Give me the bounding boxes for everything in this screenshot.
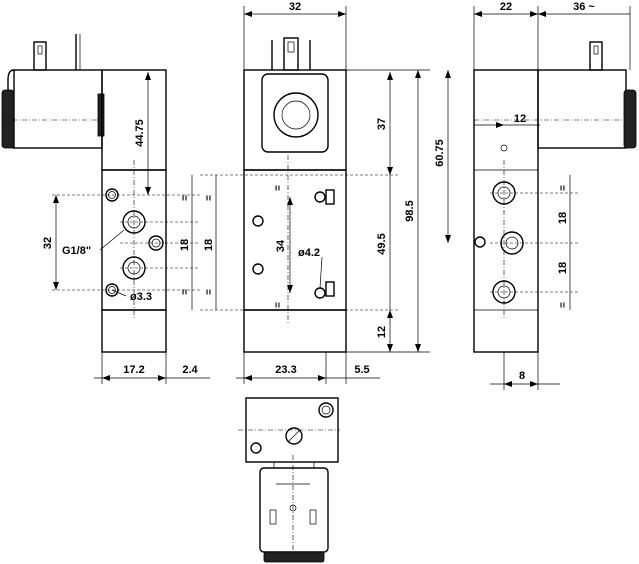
dim-bottom-left-b: 2.4 (182, 364, 198, 376)
dim-coil-top: 44.75 (134, 119, 146, 147)
mid-connector (283, 37, 299, 71)
middle-view: = = 34 ø4.2 = 18 = 37 49.5 12 98.5 (200, 1, 430, 384)
center-hole (314, 287, 326, 299)
dim-top-width: 32 (289, 1, 301, 13)
dim-port-center: 34 (275, 239, 287, 252)
dim-right-18b: 18 (557, 262, 569, 274)
eq-mark-2: = (180, 289, 191, 295)
left-view: 44.75 32 G1/8" ø3.3 = 18 = 17.2 2.4 (1, 34, 210, 384)
left-knurl-knob (1, 89, 15, 149)
dim-right-width: 22 (500, 1, 512, 13)
eq-mark-1: = (180, 195, 191, 201)
dim-side-pitch: 32 (42, 237, 54, 249)
eq-mark-6: = (204, 289, 215, 295)
bottom-view (238, 397, 340, 563)
right-connector (589, 41, 603, 71)
mid-bottom-body (243, 309, 347, 353)
label-port-thread: G1/8" (62, 245, 91, 257)
dim-port-spacing: 49.5 (376, 233, 388, 254)
dim-bottom-height: 12 (376, 326, 388, 338)
dim-pitch-18a: 18 (179, 239, 191, 251)
eq-mark-3: = (273, 185, 284, 191)
dim-height-mid: 60.75 (434, 139, 446, 167)
label-center-hole: ø4.2 (298, 247, 320, 259)
bottom-knurl-knob (263, 551, 325, 563)
dim-coil-height: 37 (376, 118, 388, 130)
left-connector (33, 41, 47, 71)
right-coil (537, 69, 627, 149)
eq-mark-8: = (558, 302, 569, 308)
right-knurl-knob (623, 89, 637, 149)
eq-mark-5: = (204, 195, 215, 201)
mid-coil (261, 73, 329, 153)
label-mount-hole: ø3.3 (130, 291, 152, 303)
dim-height-total: 98.5 (404, 200, 416, 221)
dim-right-coil: 36 ~ (573, 1, 595, 13)
right-body (473, 69, 539, 353)
dim-bottom-left-a: 17.2 (123, 364, 144, 376)
right-view: 12 60.75 = 18 18 = 22 36 ~ 8 (434, 1, 637, 390)
dim-bottom-mid-a: 23.3 (275, 364, 296, 376)
mid-valve-body (243, 169, 347, 311)
left-coil (13, 69, 103, 149)
dim-pitch-18b: 18 (203, 239, 215, 251)
dim-right-18a: 18 (557, 212, 569, 224)
dim-bottom-mid-b: 5.5 (354, 364, 369, 376)
eq-mark-7: = (558, 185, 569, 191)
left-bottom-body (101, 309, 167, 353)
dim-bottom-right: 8 (519, 370, 525, 382)
dim-right-offset: 12 (514, 113, 526, 125)
eq-mark-4: = (273, 302, 284, 308)
mid-head-body (243, 69, 347, 171)
